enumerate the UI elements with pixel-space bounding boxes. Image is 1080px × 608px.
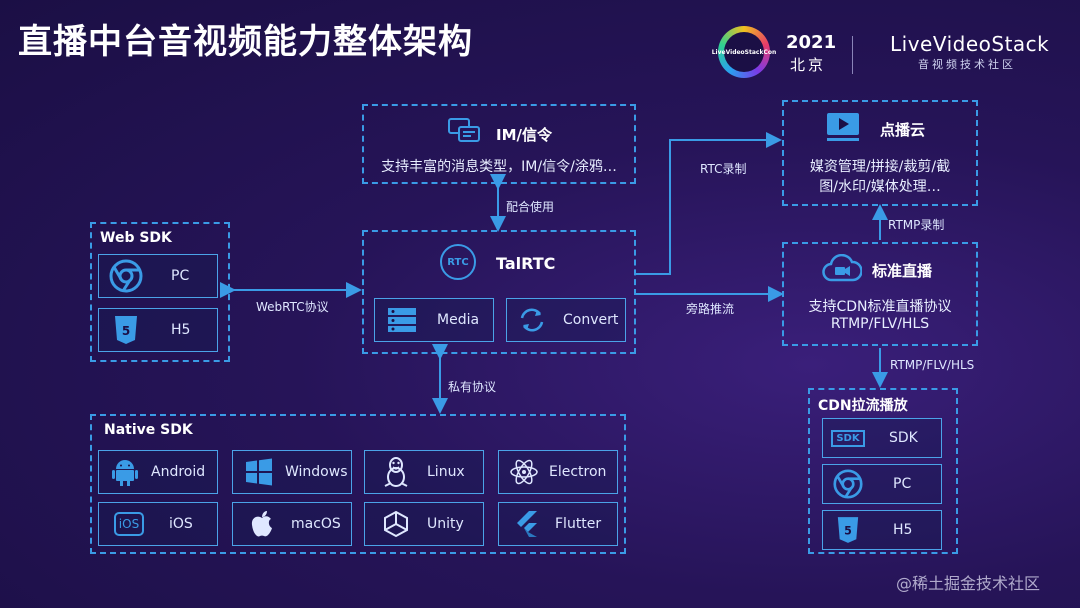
native-ios-cell: iOS iOS bbox=[98, 502, 218, 546]
native-linux-label: Linux bbox=[427, 464, 465, 480]
native-macos-cell: macOS bbox=[232, 502, 352, 546]
web-sdk-box bbox=[90, 222, 230, 362]
chrome-icon bbox=[823, 469, 873, 499]
im-box bbox=[362, 104, 636, 184]
convert-label: Convert bbox=[563, 312, 619, 328]
native-android-label: Android bbox=[151, 464, 206, 480]
native-windows-cell: Windows bbox=[232, 450, 352, 494]
html5-icon: 5 bbox=[99, 315, 153, 345]
cloud-camera-icon bbox=[822, 253, 863, 286]
page-title: 直播中台音视频能力整体架构 bbox=[18, 22, 473, 62]
convert-icon bbox=[507, 307, 557, 333]
conference-year: 2021 bbox=[786, 32, 837, 53]
native-windows-label: Windows bbox=[285, 464, 348, 480]
native-unity-label: Unity bbox=[427, 516, 464, 532]
edge-label-private: 私有协议 bbox=[448, 380, 497, 394]
cdn-h5-label: H5 bbox=[893, 522, 913, 538]
web-pc-label: PC bbox=[171, 268, 190, 284]
native-electron-cell: Electron bbox=[498, 450, 618, 494]
native-electron-label: Electron bbox=[549, 464, 607, 480]
edge-label-rtmp-record: RTMP录制 bbox=[888, 218, 945, 232]
web-h5-cell: 5 H5 bbox=[98, 308, 218, 352]
brand-subtitle: 音视频技术社区 bbox=[918, 58, 1016, 71]
conference-logo: LiveVideoStackCon bbox=[712, 26, 776, 78]
edge-rtc-record bbox=[636, 132, 782, 275]
native-android-cell: Android bbox=[98, 450, 218, 494]
talrtc-title: TalRTC bbox=[496, 254, 556, 273]
vod-desc-line2: 图/水印/媒体处理… bbox=[819, 179, 941, 195]
android-icon bbox=[99, 457, 151, 487]
convert-cell: Convert bbox=[506, 298, 626, 342]
cdn-pc-label: PC bbox=[893, 476, 912, 492]
edge-label-bypass: 旁路推流 bbox=[686, 302, 735, 316]
native-sdk-box bbox=[90, 414, 626, 554]
ios-icon: iOS bbox=[99, 512, 159, 536]
live-box bbox=[782, 242, 978, 346]
media-label: Media bbox=[437, 312, 480, 328]
vod-box bbox=[782, 100, 978, 206]
html5-icon: 5 bbox=[823, 516, 873, 544]
flutter-icon bbox=[499, 510, 555, 538]
cdn-title: CDN拉流播放 bbox=[818, 398, 908, 414]
native-linux-cell: Linux bbox=[364, 450, 484, 494]
server-icon bbox=[375, 307, 429, 333]
watermark: @稀土掘金技术社区 bbox=[896, 574, 1041, 593]
native-flutter-cell: Flutter bbox=[498, 502, 618, 546]
sdk-badge: SDK bbox=[831, 429, 865, 447]
live-desc-line2: RTMP/FLV/HLS bbox=[830, 316, 930, 332]
native-unity-cell: Unity bbox=[364, 502, 484, 546]
web-pc-cell: PC bbox=[98, 254, 218, 298]
web-sdk-title: Web SDK bbox=[100, 230, 172, 246]
play-icon bbox=[826, 112, 860, 146]
rtc-icon: RTC bbox=[440, 244, 476, 280]
conference-logo-text: LiveVideoStackCon bbox=[712, 32, 776, 72]
ios-badge: iOS bbox=[113, 512, 145, 536]
cdn-sdk-label: SDK bbox=[889, 430, 918, 446]
sdk-icon: SDK bbox=[823, 429, 873, 447]
conference-city: 北京 bbox=[790, 56, 827, 74]
cdn-box bbox=[808, 388, 958, 554]
vod-desc-line1: 媒资管理/拼接/裁剪/截 bbox=[809, 159, 951, 175]
im-title: IM/信令 bbox=[496, 126, 552, 144]
live-desc-line1: 支持CDN标准直播协议 bbox=[808, 299, 952, 315]
header-divider bbox=[852, 36, 853, 74]
cdn-sdk-cell: SDK SDK bbox=[822, 418, 942, 458]
edge-label-webrtc: WebRTC协议 bbox=[256, 300, 329, 314]
cdn-pc-cell: PC bbox=[822, 464, 942, 504]
electron-icon bbox=[499, 457, 549, 487]
talrtc-box bbox=[362, 230, 636, 354]
web-h5-label: H5 bbox=[171, 322, 191, 338]
edge-label-cooperate: 配合使用 bbox=[506, 200, 555, 214]
im-desc: 支持丰富的消息类型，IM/信令/涂鸦… bbox=[381, 159, 617, 175]
native-ios-label: iOS bbox=[169, 516, 193, 532]
vod-title: 点播云 bbox=[880, 121, 926, 139]
linux-icon bbox=[365, 456, 427, 488]
edge-label-rtc-record: RTC录制 bbox=[700, 162, 747, 176]
native-flutter-label: Flutter bbox=[555, 516, 602, 532]
unity-icon bbox=[365, 510, 427, 538]
apple-icon bbox=[233, 510, 291, 538]
svg-text:5: 5 bbox=[844, 525, 852, 538]
native-sdk-title: Native SDK bbox=[104, 422, 193, 438]
brand-logo: LiveVideoStack bbox=[890, 32, 1050, 56]
media-cell: Media bbox=[374, 298, 494, 342]
edge-label-rtmp-flv-hls: RTMP/FLV/HLS bbox=[890, 358, 975, 372]
chat-icon bbox=[447, 117, 481, 149]
windows-icon bbox=[233, 458, 285, 486]
cdn-h5-cell: 5 H5 bbox=[822, 510, 942, 550]
rtc-badge-text: RTC bbox=[447, 256, 469, 268]
chrome-icon bbox=[99, 259, 153, 293]
native-macos-label: macOS bbox=[291, 516, 341, 532]
svg-text:5: 5 bbox=[122, 324, 130, 338]
live-title: 标准直播 bbox=[872, 262, 933, 280]
